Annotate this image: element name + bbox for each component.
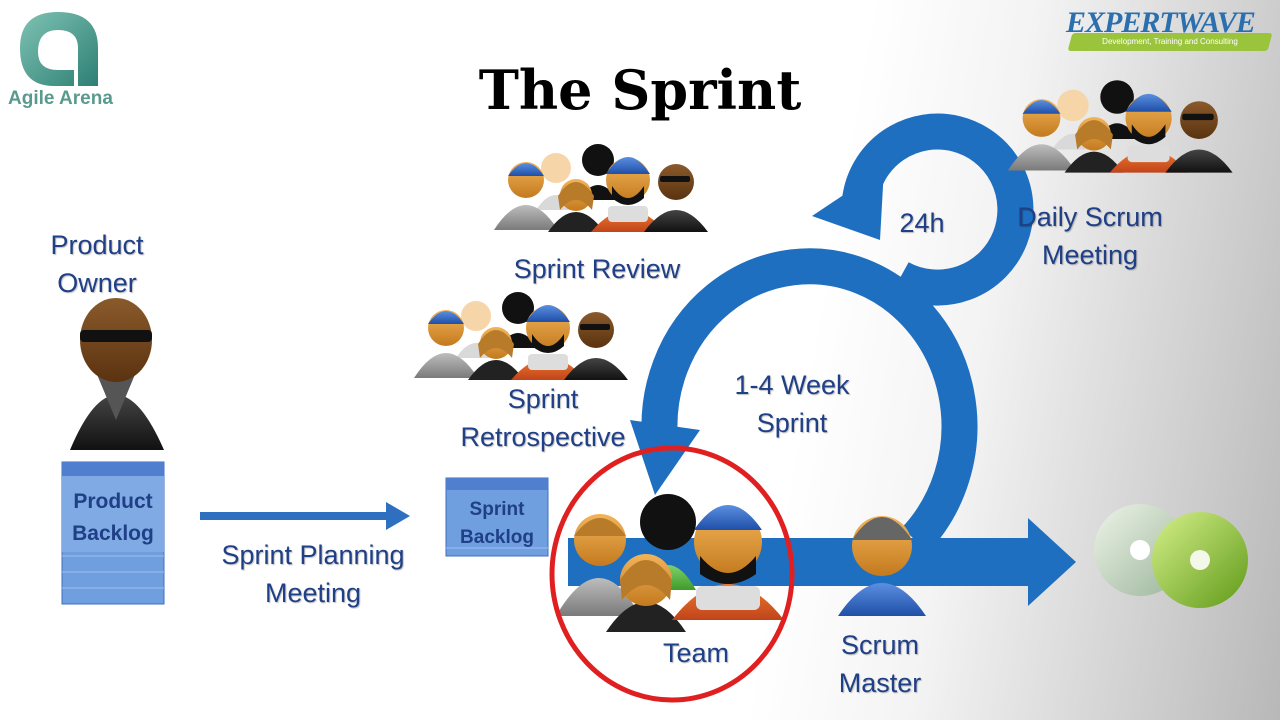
agile-arena-logo	[14, 8, 102, 88]
daily-scrum-group	[1007, 80, 1233, 173]
product-owner-line2: Owner	[57, 268, 137, 298]
sprint-length-line1: 1-4 Week	[734, 370, 850, 400]
scrum-master-line1: Scrum	[840, 630, 919, 660]
sprint-backlog-label: Sprint Backlog	[446, 496, 548, 552]
product-backlog-label: Product Backlog	[62, 486, 164, 550]
team-highlight-circle	[549, 445, 795, 703]
delivery-arrow-head	[1028, 518, 1076, 606]
daily-cycle-arrowhead	[812, 168, 884, 240]
sprint-planning-line2: Meeting	[264, 578, 362, 608]
daily-scrum-line1: Daily Scrum	[1017, 202, 1163, 232]
scrum-master-figure	[838, 516, 926, 616]
sprint-backlog-stack	[445, 477, 549, 557]
sprint-loop-arrowhead	[630, 420, 700, 495]
sprint-planning-label: Sprint Planning Meeting	[200, 536, 426, 612]
daily-scrum-label: Daily Scrum Meeting	[1002, 198, 1178, 274]
product-backlog-line2: Backlog	[72, 522, 154, 545]
agile-arena-wordmark: Agile Arena	[8, 88, 113, 109]
scrum-master-label: Scrum Master	[820, 626, 940, 702]
planning-arrow-body	[200, 512, 388, 520]
product-owner-line1: Product	[50, 230, 144, 260]
sprint-retrospective-group	[414, 292, 628, 380]
planning-arrow-head	[386, 502, 410, 530]
scrum-master-line2: Master	[838, 668, 922, 698]
product-increment-cds	[1094, 504, 1248, 608]
team-group	[556, 494, 784, 632]
product-backlog-stack	[61, 461, 165, 605]
daily-scrum-line2: Meeting	[1041, 240, 1139, 270]
sprint-retrospective-label: Sprint Retrospective	[448, 380, 638, 456]
product-owner-label: Product Owner	[20, 226, 174, 302]
sprint-length-label: 1-4 Week Sprint	[712, 366, 872, 442]
sprint-length-line2: Sprint	[756, 408, 828, 438]
cycle-24h-label: 24h	[899, 208, 945, 238]
sprint-backlog-line1: Sprint	[469, 499, 525, 520]
sprint-retrospective-line2: Retrospective	[460, 422, 626, 452]
sprint-retrospective-line1: Sprint	[507, 384, 579, 414]
sprint-backlog-line2: Backlog	[460, 527, 534, 548]
daily-cycle-arrow	[842, 113, 1034, 306]
team-label: Team	[662, 638, 730, 668]
page-title: The Sprint	[478, 58, 802, 122]
sprint-loop-arrow	[641, 248, 978, 553]
sprint-planning-line1: Sprint Planning	[221, 540, 405, 570]
product-backlog-line1: Product	[73, 490, 153, 513]
product-owner-figure	[70, 298, 164, 450]
sprint-review-group	[494, 144, 708, 232]
sprint-review-label: Sprint Review	[513, 254, 681, 284]
